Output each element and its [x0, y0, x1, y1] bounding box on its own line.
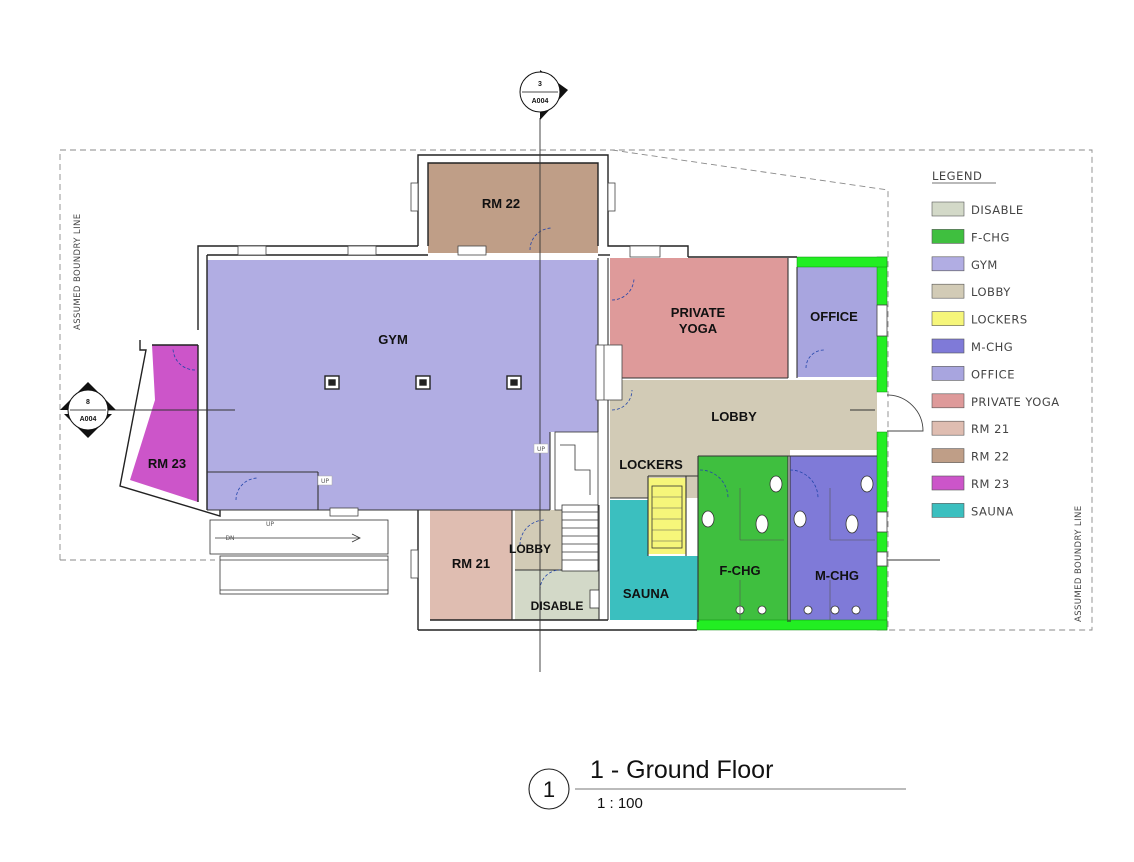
legend-swatch — [931, 229, 965, 244]
legend-swatch — [931, 256, 965, 272]
label-sauna: SAUNA — [623, 586, 670, 601]
legend-swatch — [931, 448, 965, 463]
room-lobby-main — [610, 380, 877, 498]
columns — [324, 375, 522, 390]
label-f-chg: F-CHG — [719, 563, 760, 578]
legend-label: RM 23 — [971, 477, 1010, 491]
room-gym — [207, 260, 598, 510]
room-rm23 — [130, 345, 198, 502]
windows — [237, 182, 888, 579]
stair-note-dn: DN — [225, 535, 234, 542]
label-m-chg: M-CHG — [815, 568, 859, 583]
stairs — [209, 431, 599, 595]
view-number: 1 — [543, 777, 555, 802]
legend-swatch — [931, 201, 965, 217]
room-labels: GYM RM 22 RM 23 RM 21 PRIVATE YOGA OFFIC… — [148, 196, 859, 613]
label-rm22: RM 22 — [482, 196, 520, 211]
legend-label: SAUNA — [971, 504, 1014, 518]
room-lobby-small — [515, 510, 562, 570]
label-lobby-small: LOBBY — [509, 542, 551, 556]
legend-title: LEGEND — [932, 169, 982, 183]
legend-label: GYM — [971, 258, 998, 272]
legend-label: RM 21 — [971, 422, 1010, 436]
stair-note-up-1: UP — [537, 446, 545, 453]
stair-note-up-2: UP — [321, 478, 329, 485]
label-lockers: LOCKERS — [619, 457, 683, 472]
boundary-label-left: ASSUMED BOUNDRY LINE — [73, 213, 83, 330]
legend-label: LOCKERS — [971, 313, 1028, 327]
legend-swatch — [931, 503, 965, 518]
legend-label: F-CHG — [971, 230, 1010, 244]
label-office: OFFICE — [810, 309, 858, 324]
entry-door-swing — [886, 394, 924, 432]
section-left-number: 8 — [86, 399, 90, 406]
legend-label: LOBBY — [971, 285, 1011, 299]
legend: LEGEND DISABLE F-CHG GYM LOBBY LOCKERS M-CHG O… — [931, 169, 1060, 518]
stair-notes: UP UP UP DN — [225, 443, 549, 542]
door-swings — [172, 227, 825, 591]
room-sauna — [610, 500, 698, 620]
section-marker-top: 3 A004 — [519, 70, 568, 120]
legend-swatch — [931, 338, 965, 354]
fixtures — [589, 475, 874, 615]
locker-dividers — [652, 488, 875, 620]
label-lobby-main: LOBBY — [711, 409, 757, 424]
legend-label: PRIVATE YOGA — [971, 395, 1060, 409]
boundary-label-right: ASSUMED BOUNDRY LINE — [1074, 505, 1084, 622]
section-left-sheet: A004 — [80, 416, 97, 423]
label-rm21: RM 21 — [452, 556, 490, 571]
room-rm21 — [430, 510, 512, 620]
label-private-yoga-line1: PRIVATE — [671, 305, 726, 320]
view-title: 1 1 - Ground Floor 1 : 100 — [528, 756, 906, 812]
room-disable — [515, 570, 599, 620]
room-private-yoga — [610, 258, 788, 378]
label-private-yoga-line2: YOGA — [679, 321, 718, 336]
legend-swatch — [931, 393, 965, 409]
legend-swatch — [931, 420, 965, 436]
room-office — [797, 267, 877, 377]
assumed-boundary — [59, 149, 1093, 631]
legend-label: OFFICE — [971, 367, 1015, 381]
legend-label: M-CHG — [971, 340, 1013, 354]
room-fills — [130, 163, 877, 622]
legend-label: DISABLE — [971, 203, 1024, 217]
section-marker-left: 8 A004 — [60, 382, 116, 438]
room-lockers — [648, 478, 686, 554]
stair-note-up-3: UP — [266, 521, 274, 528]
legend-swatch — [931, 283, 965, 299]
label-disable: DISABLE — [531, 599, 584, 613]
room-rm22 — [428, 163, 598, 253]
section-top-sheet: A004 — [532, 98, 549, 105]
view-scale: 1 : 100 — [597, 795, 643, 812]
legend-swatch — [931, 311, 965, 326]
view-name: 1 - Ground Floor — [590, 756, 773, 784]
legend-swatch — [931, 366, 965, 381]
legend-swatch — [931, 475, 965, 491]
label-rm23: RM 23 — [148, 456, 186, 471]
section-lines — [108, 118, 940, 672]
section-top-number: 3 — [538, 81, 542, 88]
label-gym: GYM — [378, 332, 408, 347]
legend-label: RM 22 — [971, 450, 1010, 464]
feature-walls — [696, 256, 888, 631]
